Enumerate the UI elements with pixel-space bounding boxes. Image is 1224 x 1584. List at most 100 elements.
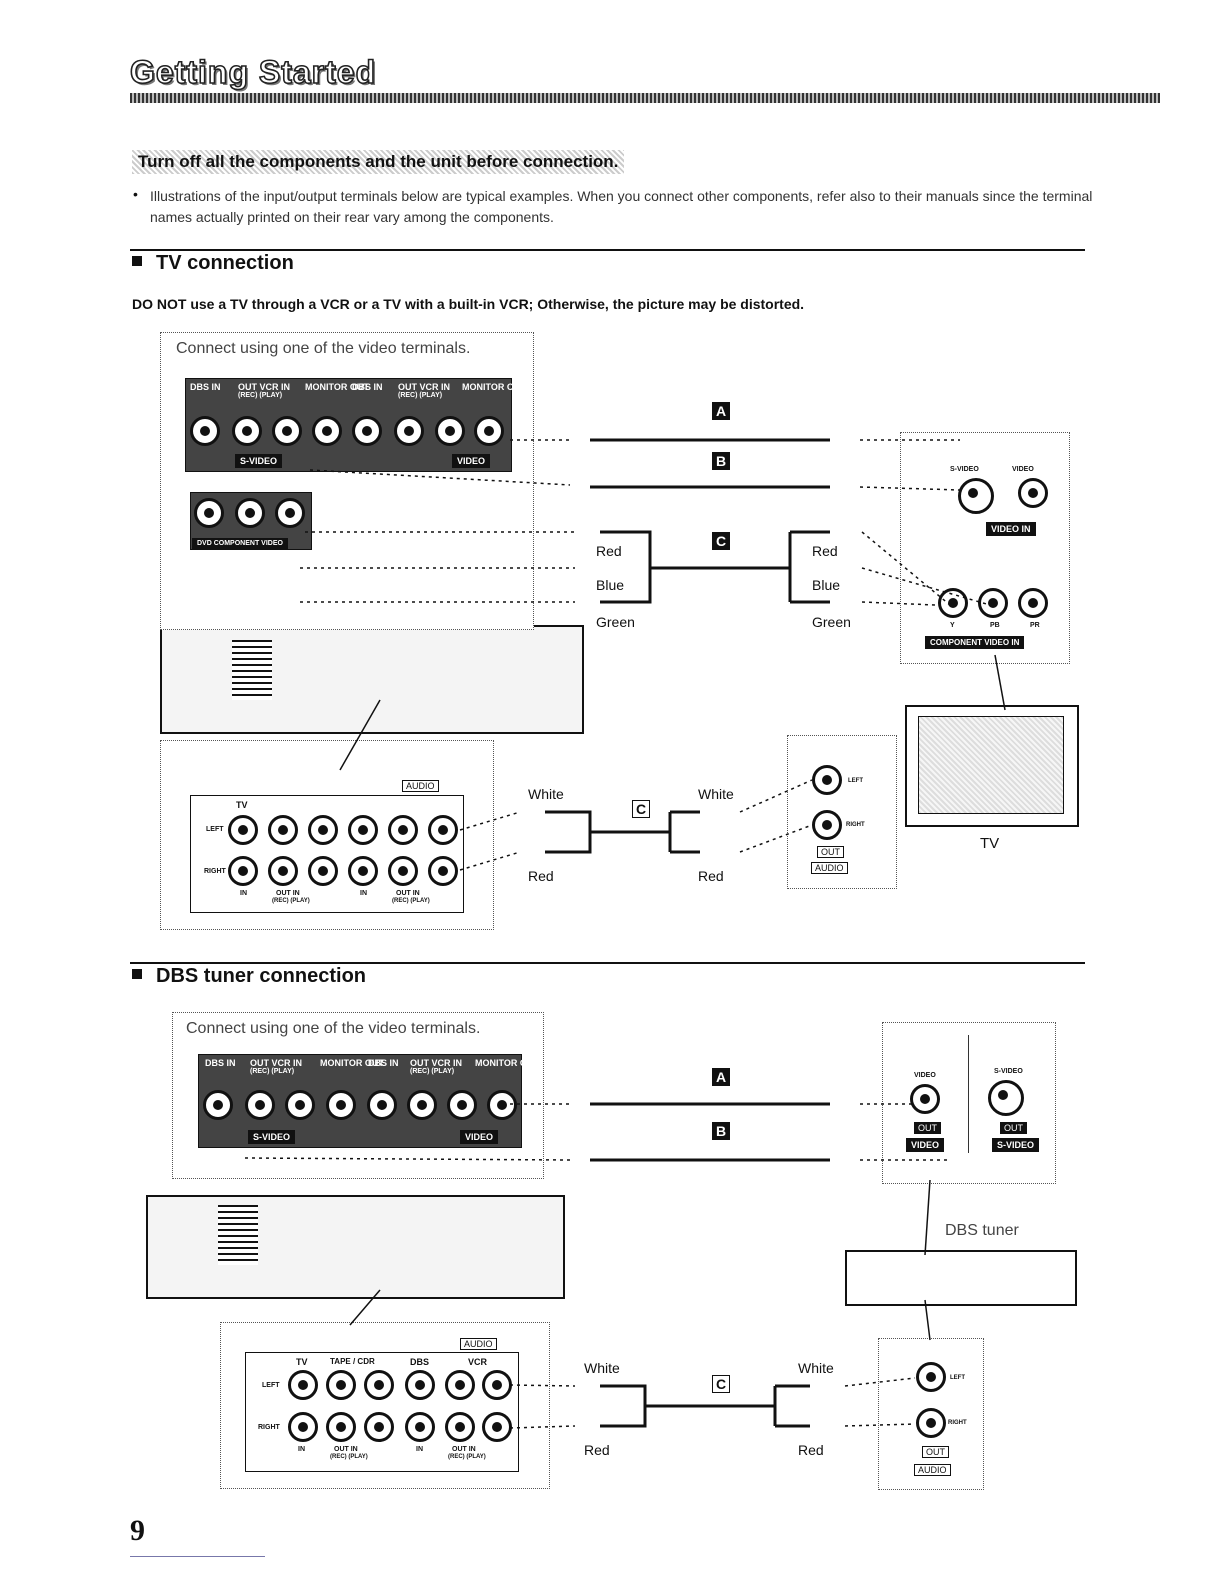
- leader-line: [924, 1179, 931, 1256]
- audio-in-label: IN: [416, 1446, 423, 1453]
- tv-audio-left-jack: [812, 765, 842, 795]
- receiver-rear-panel: [146, 1195, 565, 1299]
- panel-label-monitor: MONITOR OUT: [305, 382, 369, 392]
- audio-tape-label: TAPE / CDR: [330, 1357, 375, 1366]
- audio-in-label: IN: [240, 890, 247, 897]
- tv-audio-right-jack: [812, 810, 842, 840]
- audio-jack: [482, 1370, 512, 1400]
- tv-right-label: RIGHT: [846, 822, 865, 828]
- white-label: White: [528, 786, 564, 802]
- signal-path: [509, 1425, 576, 1429]
- signal-path: [844, 1423, 916, 1427]
- audio-label: AUDIO: [460, 1338, 497, 1350]
- audio-label: AUDIO: [402, 780, 439, 792]
- dbs-tuner-unit: [845, 1250, 1077, 1306]
- component-pr-jack: [275, 498, 305, 528]
- dbs-heading-text: DBS tuner connection: [156, 965, 367, 987]
- leader-line: [994, 654, 1006, 711]
- audio-vcr-label: VCR: [468, 1357, 488, 1367]
- panel-label-rec-play-2: (REC) (PLAY): [410, 1068, 455, 1075]
- tv-out-label: OUT: [817, 846, 844, 858]
- white-label: White: [584, 1360, 620, 1376]
- signal-path: [861, 531, 951, 606]
- audio-jack: [326, 1412, 356, 1442]
- panel-label-monitor-2: MONITOR OUT: [475, 1058, 539, 1068]
- video-jack: [407, 1090, 437, 1120]
- audio-jack: [228, 856, 258, 886]
- audio-cable-c: [545, 810, 700, 854]
- svideo-jack: [312, 416, 342, 446]
- vent-slats: [218, 1205, 258, 1265]
- audio-jack: [308, 856, 338, 886]
- svideo-jack: [272, 416, 302, 446]
- cable-c-marker: C: [632, 800, 650, 818]
- tv-audio-panel: [190, 795, 464, 913]
- audio-right-label: RIGHT: [258, 1424, 280, 1431]
- audio-jack: [268, 856, 298, 886]
- tuner-out-tag: OUT: [914, 1122, 941, 1134]
- leader-line: [339, 699, 381, 771]
- tuner-video-label: VIDEO: [914, 1072, 936, 1079]
- red-label: Red: [584, 1442, 610, 1458]
- signal-path: [739, 824, 813, 853]
- cable-a-marker: A: [712, 402, 730, 420]
- red-label: Red: [798, 1442, 824, 1458]
- green-label: Green: [596, 614, 635, 630]
- audio-left-label: LEFT: [206, 826, 224, 833]
- audio-cable-c: [600, 1384, 810, 1428]
- tuner-audio-left-jack: [916, 1362, 946, 1392]
- receiver-rear-panel: [160, 625, 584, 734]
- blue-label: Blue: [596, 577, 625, 593]
- audio-jack: [364, 1412, 394, 1442]
- audio-jack: [308, 815, 338, 845]
- white-label: White: [698, 786, 734, 802]
- cable-b-marker: B: [712, 452, 730, 470]
- signal-path: [459, 851, 521, 871]
- divider: [968, 1035, 969, 1153]
- audio-rec-play-label: (REC) (PLAY): [330, 1454, 368, 1460]
- signal-path: [309, 469, 571, 486]
- video-jack: [474, 416, 504, 446]
- audio-out-in-label: OUT IN: [452, 1446, 476, 1453]
- audio-jack: [445, 1370, 475, 1400]
- tv-video-jack: [1018, 478, 1048, 508]
- audio-right-label: RIGHT: [204, 868, 226, 875]
- tv-y-label: Y: [950, 622, 955, 629]
- signal-path: [244, 1157, 571, 1161]
- page-title: Getting Started: [129, 53, 377, 91]
- audio-left-label: LEFT: [262, 1382, 280, 1389]
- tv-caution: DO NOT use a TV through a VCR or a TV wi…: [132, 296, 805, 312]
- dbs-section-heading: DBS tuner connection: [132, 965, 366, 988]
- page-number: 9: [130, 1514, 145, 1547]
- note-text: Illustrations of the input/output termin…: [150, 188, 1093, 225]
- video-jack: [487, 1090, 517, 1120]
- tv-pr-label: PR: [1030, 622, 1040, 629]
- video-tag: VIDEO: [452, 454, 491, 468]
- svideo-jack: [203, 1090, 233, 1120]
- white-label: White: [798, 1360, 834, 1376]
- svideo-tag: S-VIDEO: [235, 454, 283, 468]
- tv-pb-jack: [978, 588, 1008, 618]
- tv-pr-jack: [1018, 588, 1048, 618]
- tv-svideo-label: S-VIDEO: [950, 466, 979, 473]
- tv-name-label: TV: [980, 835, 1000, 852]
- audio-jack: [326, 1370, 356, 1400]
- panel-label-dbs: DBS IN: [190, 382, 221, 392]
- tv-box-label: Connect using one of the video terminals…: [176, 340, 471, 357]
- cable-c-marker: C: [712, 532, 730, 550]
- section-rule: [130, 249, 1085, 251]
- signal-path: [861, 601, 936, 606]
- tv-video-input-box: [900, 432, 1070, 664]
- svideo-jack: [245, 1090, 275, 1120]
- signal-path: [844, 1377, 916, 1387]
- audio-jack: [388, 815, 418, 845]
- video-jack: [447, 1090, 477, 1120]
- red-label: Red: [596, 543, 622, 559]
- svideo-jack: [285, 1090, 315, 1120]
- panel-label-rec-play: (REC) (PLAY): [250, 1068, 295, 1075]
- tv-y-jack: [938, 588, 968, 618]
- panel-label-vcr: OUT VCR IN: [238, 382, 291, 392]
- audio-jack: [405, 1370, 435, 1400]
- red-label: Red: [528, 868, 554, 884]
- audio-jack: [405, 1412, 435, 1442]
